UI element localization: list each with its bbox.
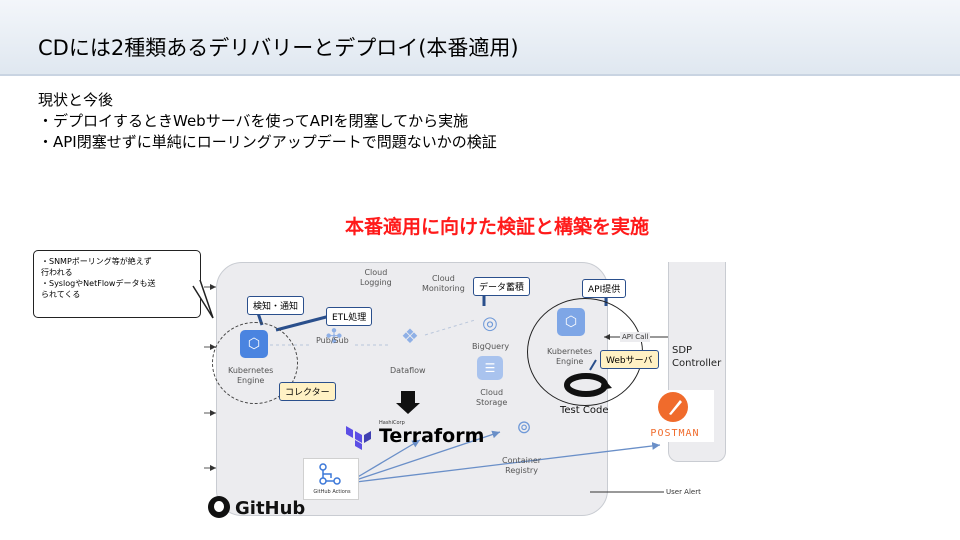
github-actions-card: GitHub Actions bbox=[303, 458, 359, 500]
body-line: ・API閉塞せずに単純にローリングアップデートで問題ないかの検証 bbox=[38, 133, 497, 151]
pubsub-label: Pub/Sub bbox=[316, 336, 349, 345]
github-label: GitHub bbox=[235, 498, 306, 519]
dataflow-icon: ❖ bbox=[401, 324, 419, 348]
postman-icon bbox=[658, 392, 688, 422]
github-actions-label: GitHub Actions bbox=[313, 489, 351, 495]
tag-api-provide: API提供 bbox=[582, 279, 627, 298]
collector-circle bbox=[212, 322, 298, 404]
postman-logo: POSTMAN bbox=[636, 390, 714, 442]
terraform-wordmark: Terraform bbox=[379, 425, 485, 447]
api-call-label: API Call bbox=[620, 332, 651, 342]
tag-collector: コレクター bbox=[279, 382, 336, 401]
cloud-storage-icon: ☰ bbox=[477, 356, 503, 380]
body-text: 現状と今後 ・デプロイするときWebサーバを使ってAPIを閉塞してから実施 ・A… bbox=[38, 90, 497, 153]
bigquery-label: BigQuery bbox=[472, 342, 510, 351]
tag-data-store: データ蓄積 bbox=[473, 277, 531, 296]
gke-icon: ⬡ bbox=[240, 330, 268, 358]
note-line: ・SyslogやNetFlowデータも送 bbox=[41, 279, 156, 288]
note-box: ・SNMPポーリング等が絶えず 行われる ・SyslogやNetFlowデータも… bbox=[33, 250, 201, 318]
body-line: 現状と今後 bbox=[38, 91, 114, 109]
tag-etl: ETL処理 bbox=[326, 307, 373, 326]
note-pointer bbox=[192, 279, 214, 319]
github-logo: GitHub bbox=[208, 496, 306, 520]
tag-web-server: Webサーバ bbox=[600, 350, 659, 369]
dataflow-label: Dataflow bbox=[390, 366, 426, 375]
terraform-by: HashiCorp bbox=[379, 420, 405, 426]
pubsub-icon: ✣ bbox=[325, 324, 343, 348]
terraform-icon bbox=[346, 426, 371, 450]
header-band bbox=[0, 0, 960, 76]
note-line: 行われる bbox=[41, 268, 73, 277]
slide-title: CDには2種類あるデリバリーとデプロイ(本番適用) bbox=[38, 36, 519, 60]
body-line: ・デプロイするときWebサーバを使ってAPIを閉塞してから実施 bbox=[38, 112, 469, 130]
note-line: ・SNMPポーリング等が絶えず bbox=[41, 257, 152, 266]
postman-label: POSTMAN bbox=[650, 428, 700, 439]
container-registry-icon: ⊚ bbox=[516, 417, 532, 438]
gke-icon: ⬡ bbox=[557, 308, 585, 336]
note-line: られてくる bbox=[41, 290, 81, 299]
callout-text: 本番適用に向けた検証と構築を実施 bbox=[345, 216, 650, 238]
github-actions-icon bbox=[319, 463, 341, 485]
test-code-label: Test Code bbox=[560, 405, 609, 416]
down-arrow-icon bbox=[396, 391, 420, 414]
terraform-logo: HashiCorp Terraform bbox=[346, 420, 485, 450]
github-icon bbox=[208, 496, 230, 518]
bigquery-icon: ◎ bbox=[482, 313, 498, 334]
user-alert-label: User Alert bbox=[664, 487, 703, 497]
tag-detect-notify: 検知・通知 bbox=[247, 296, 305, 315]
